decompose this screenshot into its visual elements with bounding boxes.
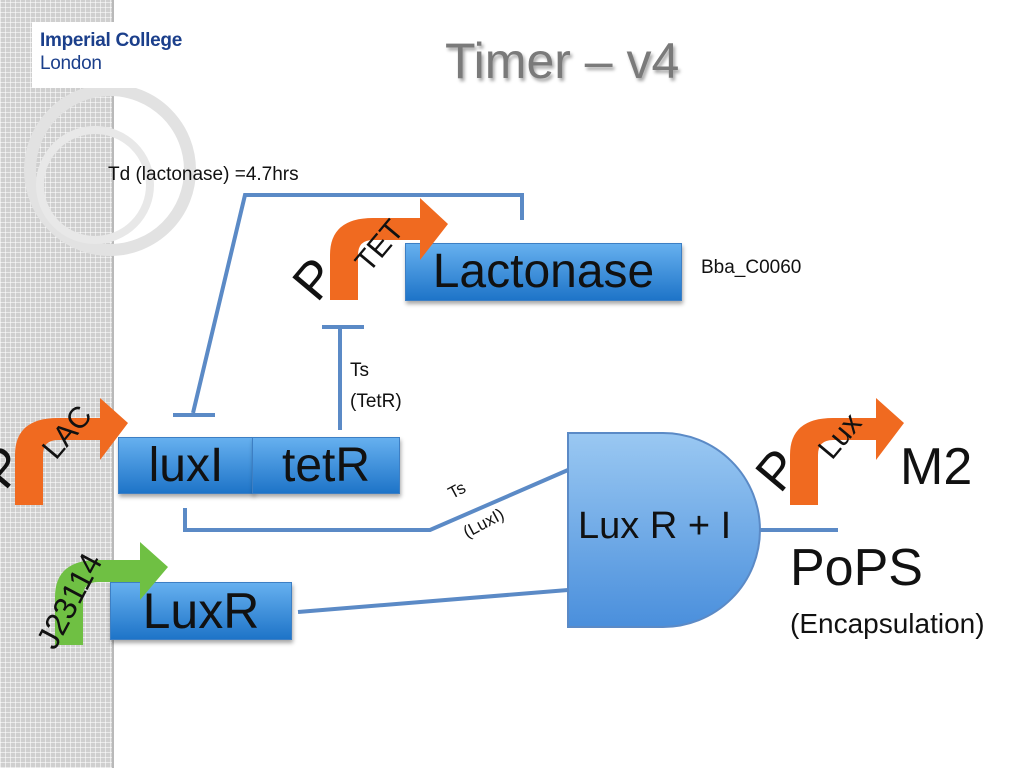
ptet-arrow-icon xyxy=(330,198,448,300)
lactonase-repression-line xyxy=(191,193,524,414)
logo-line-2: London xyxy=(40,53,102,74)
plac-arrow-icon xyxy=(15,398,128,505)
tetr-box: tetR xyxy=(252,437,400,494)
imperial-college-logo: Imperial College London xyxy=(32,22,204,88)
pops-label: PoPS xyxy=(790,539,923,597)
slide-title: Timer – v4 xyxy=(445,33,680,89)
ts-tetr-line-1: Ts xyxy=(350,360,369,381)
encapsulation-label: (Encapsulation) xyxy=(790,608,985,639)
plux-arrow-icon xyxy=(790,398,904,505)
luxi-to-gate-line xyxy=(183,468,569,532)
logo-line-1: Imperial College xyxy=(40,30,182,51)
decorative-circles xyxy=(24,84,196,256)
td-lactonase-label: Td (lactonase) =4.7hrs xyxy=(108,164,299,185)
and-gate xyxy=(567,432,761,628)
ts-tetr-line-2: (TetR) xyxy=(350,391,402,412)
luxr-box: LuxR xyxy=(110,582,292,640)
m2-label: M2 xyxy=(900,438,973,496)
luxr-to-gate-line xyxy=(297,588,569,614)
gate-label: Lux R + I xyxy=(578,505,732,547)
biobrick-id-label: Bba_C0060 xyxy=(701,257,802,278)
j23114-arrow-icon xyxy=(55,542,168,645)
lactonase-box: Lactonase xyxy=(405,243,682,301)
luxi-box: luxI xyxy=(118,437,254,494)
